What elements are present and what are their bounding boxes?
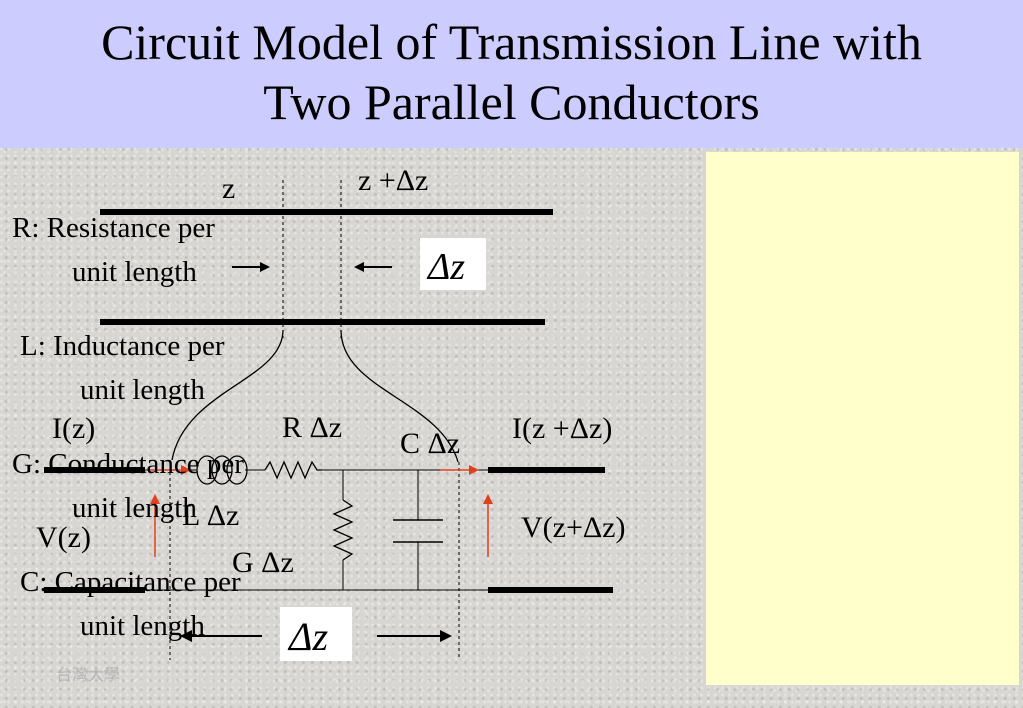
label-l-dz: L Δz (182, 499, 239, 532)
definition-capacitance: C: Capacitance per unit length (20, 560, 333, 648)
voltage-right-arrow-head (483, 494, 493, 504)
definition-capacitance-line1: C: Capacitance per (20, 566, 241, 598)
definition-inductance: L: Inductance per unit length (20, 324, 333, 412)
circuit-diagram: z z +Δz Δz I(z) I(z +Δz) (36, 164, 626, 661)
resistor (264, 460, 322, 480)
label-g-dz: G Δz (232, 546, 294, 579)
conductance (332, 499, 354, 561)
label-i-z: I(z) (52, 412, 95, 445)
definition-inductance-line1: L: Inductance per (20, 330, 225, 362)
slide-title: Circuit Model of Transmission Line with … (0, 0, 1023, 132)
zoom-curve-left (171, 329, 284, 461)
voltage-left-arrow-head (150, 494, 160, 504)
slide-title-line1: Circuit Model of Transmission Line with (101, 14, 922, 70)
definition-conductance-line1: G: Conductance per (12, 448, 244, 480)
arrow-right-bottom-head (440, 630, 452, 642)
dz-bottom-label: Δz (287, 614, 328, 659)
current-in-arrow-head (181, 465, 191, 475)
definitions-panel (706, 152, 1019, 685)
label-v-z-dz: V(z+Δz) (521, 511, 626, 544)
label-v-z: V(z) (36, 521, 91, 554)
arrow-right-top-head (260, 262, 270, 272)
dz-top-box (420, 238, 486, 290)
title-band: Circuit Model of Transmission Line with … (0, 0, 1023, 148)
current-out-arrow-head (469, 465, 479, 475)
definition-resistance: R: Resistance per unit length (12, 206, 325, 294)
label-r-dz: R Δz (282, 411, 342, 444)
definition-resistance-line1: R: Resistance per (12, 212, 215, 244)
slide-title-line2: Two Parallel Conductors (263, 74, 760, 130)
definition-resistance-line2: unit length (72, 256, 197, 288)
definition-conductance: G: Conductance per unit length (12, 442, 325, 530)
label-i-z-dz: I(z +Δz) (512, 412, 612, 445)
definition-conductance-line2: unit length (72, 492, 197, 524)
definition-capacitance-line2: unit length (80, 610, 205, 642)
label-c-dz: C Δz (400, 427, 460, 460)
inductor (196, 455, 248, 485)
definition-inductance-line2: unit length (80, 374, 205, 406)
dz-bottom-box (280, 607, 352, 661)
label-z-plus-dz: z +Δz (358, 164, 428, 197)
zoom-curve-right (340, 329, 459, 463)
watermark: 台灣大學 (56, 665, 121, 684)
label-z: z (222, 172, 235, 205)
dz-top-label: Δz (426, 246, 465, 288)
arrow-left-bottom-head (180, 630, 192, 642)
arrow-left-top-head (354, 262, 364, 272)
